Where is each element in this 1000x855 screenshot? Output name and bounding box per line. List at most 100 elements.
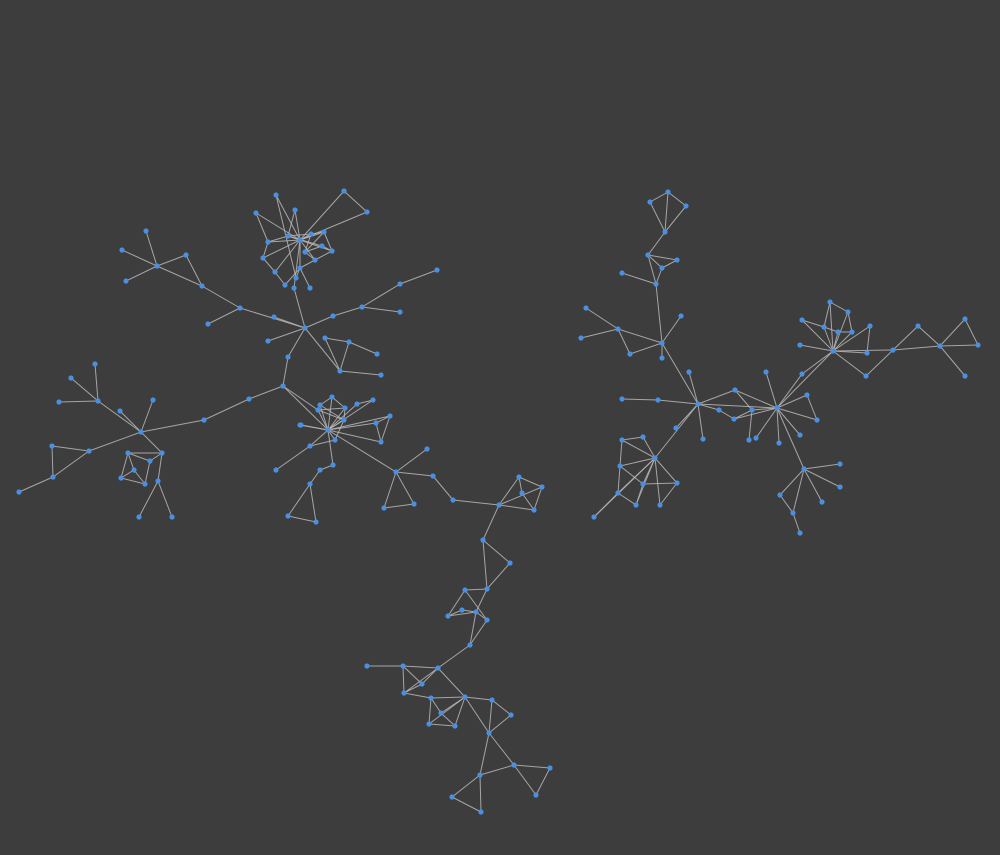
graph-node[interactable] [797,432,803,438]
graph-node[interactable] [374,351,380,357]
graph-node[interactable] [801,466,807,472]
graph-node[interactable] [507,560,513,566]
graph-node[interactable] [265,239,271,245]
graph-node[interactable] [450,497,456,503]
graph-node[interactable] [292,207,298,213]
graph-node[interactable] [155,478,161,484]
graph-node[interactable] [837,461,843,467]
graph-node[interactable] [547,765,553,771]
graph-node[interactable] [118,475,124,481]
graph-node[interactable] [508,712,514,718]
graph-node[interactable] [819,499,825,505]
graph-node[interactable] [123,278,129,284]
graph-node[interactable] [341,188,347,194]
graph-node[interactable] [337,368,343,374]
graph-node[interactable] [695,401,701,407]
graph-node[interactable] [531,507,537,513]
graph-node[interactable] [329,248,335,254]
graph-node[interactable] [814,417,820,423]
graph-node[interactable] [302,325,308,331]
graph-node[interactable] [330,462,336,468]
graph-node[interactable] [480,537,486,543]
graph-node[interactable] [159,450,165,456]
graph-node[interactable] [674,257,680,263]
graph-node[interactable] [797,530,803,536]
graph-node[interactable] [647,199,653,205]
graph-node[interactable] [307,481,313,487]
graph-node[interactable] [732,387,738,393]
graph-node[interactable] [426,721,432,727]
graph-node[interactable] [68,375,74,381]
graph-node[interactable] [302,249,308,255]
graph-node[interactable] [659,340,665,346]
graph-node[interactable] [199,283,205,289]
graph-node[interactable] [445,613,451,619]
graph-node[interactable] [364,663,370,669]
graph-node[interactable] [297,237,303,243]
graph-node[interactable] [867,323,873,329]
graph-node[interactable] [591,514,597,520]
graph-node[interactable] [291,285,297,291]
graph-node[interactable] [428,695,434,701]
graph-node[interactable] [307,285,313,291]
graph-node[interactable] [313,519,319,525]
graph-node[interactable] [86,448,92,454]
graph-node[interactable] [615,490,621,496]
graph-node[interactable] [312,257,318,263]
graph-node[interactable] [657,502,663,508]
graph-node[interactable] [136,514,142,520]
graph-node[interactable] [678,313,684,319]
graph-node[interactable] [627,351,633,357]
graph-node[interactable] [484,617,490,623]
graph-node[interactable] [297,422,303,428]
graph-node[interactable] [285,513,291,519]
graph-node[interactable] [50,474,56,480]
graph-node[interactable] [322,335,328,341]
graph-node[interactable] [282,282,288,288]
graph-node[interactable] [890,347,896,353]
graph-node[interactable] [273,467,279,473]
graph-node[interactable] [265,338,271,344]
graph-node[interactable] [325,427,331,433]
graph-node[interactable] [799,317,805,323]
graph-node[interactable] [716,407,722,413]
graph-node[interactable] [272,269,278,275]
graph-node[interactable] [125,450,131,456]
graph-node[interactable] [341,417,347,423]
graph-node[interactable] [731,416,737,422]
graph-node[interactable] [119,247,125,253]
graph-node[interactable] [533,792,539,798]
graph-node[interactable] [845,309,851,315]
graph-node[interactable] [615,326,621,332]
graph-node[interactable] [378,372,384,378]
graph-node[interactable] [683,203,689,209]
graph-node[interactable] [937,343,943,349]
graph-node[interactable] [397,309,403,315]
graph-node[interactable] [285,354,291,360]
graph-node[interactable] [354,401,360,407]
graph-node[interactable] [430,473,436,479]
graph-node[interactable] [804,392,810,398]
graph-node[interactable] [147,458,153,464]
graph-node[interactable] [438,710,444,716]
graph-node[interactable] [237,305,243,311]
graph-node[interactable] [424,446,430,452]
graph-node[interactable] [864,350,870,356]
graph-node[interactable] [370,397,376,403]
graph-node[interactable] [484,586,490,592]
graph-node[interactable] [253,210,259,216]
graph-node[interactable] [619,270,625,276]
graph-node[interactable] [131,467,137,473]
graph-node[interactable] [835,329,841,335]
graph-node[interactable] [49,443,55,449]
graph-node[interactable] [400,663,406,669]
graph-node[interactable] [753,435,759,441]
graph-node[interactable] [511,762,517,768]
graph-node[interactable] [653,281,659,287]
graph-node[interactable] [321,229,327,235]
graph-node[interactable] [271,314,277,320]
graph-node[interactable] [138,429,144,435]
graph-node[interactable] [673,425,679,431]
graph-node[interactable] [330,313,336,319]
graph-node[interactable] [655,397,661,403]
